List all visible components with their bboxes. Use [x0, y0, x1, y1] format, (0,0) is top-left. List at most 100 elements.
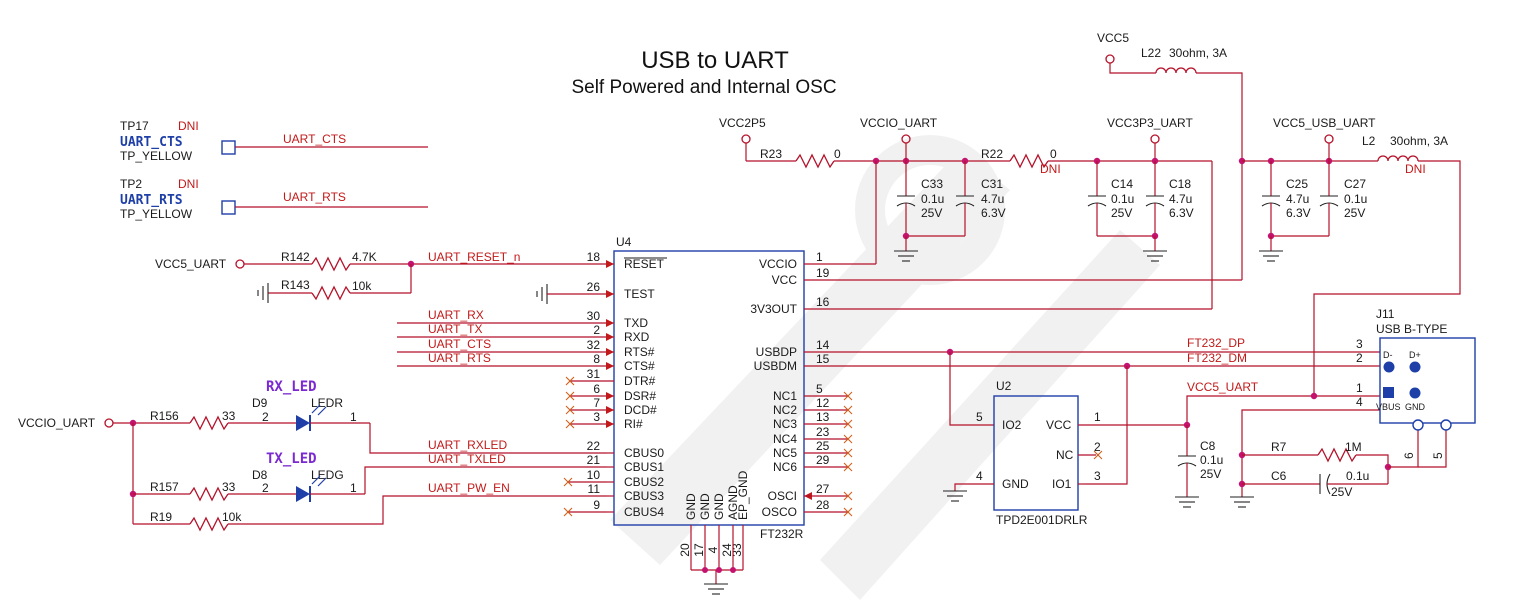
cap-volt: 6.3V — [1286, 206, 1311, 220]
pin-name: CBUS0 — [624, 446, 664, 460]
pin-number: 19 — [816, 266, 830, 280]
pin-name: NC5 — [773, 446, 797, 460]
pin-name: RESET — [624, 257, 665, 271]
led-ref: D9 — [252, 396, 268, 410]
led-circuits: VCCIO_UART R156 33 2 RX_LED D9 LEDR 1 UA… — [18, 379, 607, 532]
net-label: UART_RXLED — [428, 438, 507, 452]
resistor-r7 — [1317, 447, 1357, 463]
ic-u4: U4 FT232R — [563, 235, 1380, 595]
ic-part: FT232R — [760, 527, 804, 541]
resistor-r157 — [189, 486, 229, 502]
net-label: UART_CTS — [283, 132, 346, 146]
pin-num: 4 — [1356, 395, 1363, 409]
res-value: 0 — [834, 147, 841, 161]
uart-signal-lines: UART_RX UART_TX UART_CTS UART_RTS — [397, 308, 607, 367]
inductor-l22 — [1155, 67, 1197, 74]
res-ref: R23 — [760, 147, 782, 161]
pin-number: 15 — [816, 352, 830, 366]
pin-number: 28 — [816, 498, 830, 512]
ground-icon — [894, 250, 918, 262]
pin-name: NC3 — [773, 417, 797, 431]
pin-number: 3 — [593, 410, 600, 424]
pin-name: CBUS1 — [624, 460, 664, 474]
ground-icon — [943, 490, 967, 502]
tp-dni: DNI — [178, 119, 199, 133]
pin-name: VCC — [1046, 418, 1072, 432]
ground-icon — [1175, 496, 1199, 508]
tp-ref: TP17 — [120, 119, 149, 133]
tp-name: UART_CTS — [120, 135, 183, 150]
power-port — [104, 418, 114, 428]
schematic-subtitle: Self Powered and Internal OSC — [571, 77, 836, 98]
pin-name: NC1 — [773, 389, 797, 403]
pin-num: 2 — [1094, 440, 1101, 454]
led-label-rx: RX_LED — [266, 379, 317, 395]
pin-name: DSR# — [624, 389, 656, 403]
pin-number: 9 — [593, 498, 600, 512]
net-label: UART_TX — [428, 322, 482, 336]
pin-name: GND — [698, 493, 712, 520]
ground-icon — [704, 583, 728, 595]
ind-value: 30ohm, 3A — [1169, 46, 1227, 60]
supply-rails: VCC2P5 R23 0 VCCIO_UART C33 0.1u 25V C31… — [719, 31, 1461, 396]
ic-body — [613, 250, 805, 526]
tp-ref: TP2 — [120, 177, 142, 191]
led-pin: 2 — [262, 481, 269, 495]
cap-volt: 25V — [921, 206, 942, 220]
pin-label: GND — [1405, 402, 1426, 412]
pin-name: TXD — [624, 316, 648, 330]
cap-ref: C31 — [981, 177, 1003, 191]
pin-name: NC2 — [773, 403, 797, 417]
pin-number: 30 — [587, 309, 601, 323]
led-ref: D8 — [252, 468, 268, 482]
resistor-r142 — [311, 256, 351, 272]
pin-number: 2 — [593, 323, 600, 337]
pin-number: 8 — [593, 352, 600, 366]
net-label: VCC5_UART — [1187, 380, 1259, 394]
net-label: UART_RESET_n — [428, 250, 520, 264]
pin-num: 3 — [1094, 469, 1101, 483]
schematic-title: USB to UART — [641, 47, 789, 74]
power-label-vcc5: VCC5 — [1097, 31, 1129, 45]
watermark — [610, 135, 1160, 600]
pin-number: 4 — [706, 546, 720, 553]
pin-number: 21 — [587, 453, 601, 467]
cap-ref: C8 — [1200, 439, 1216, 453]
resistor-r156 — [189, 415, 229, 431]
ground-icon — [536, 284, 548, 304]
pin-name: NC — [1056, 448, 1074, 462]
test-point-pad — [221, 200, 236, 215]
tp-name: UART_RTS — [120, 193, 183, 208]
pin-number: 14 — [816, 338, 830, 352]
ind-ref: L2 — [1362, 134, 1376, 148]
cap-value: 4.7u — [981, 192, 1004, 206]
pin-name: 3V3OUT — [750, 302, 797, 316]
pin-name: CBUS4 — [624, 505, 664, 519]
power-label-vcc5-uart: VCC5_UART — [155, 257, 227, 271]
resistor-r19 — [189, 516, 229, 532]
res-dni: DNI — [1040, 162, 1061, 176]
pin-name: NC6 — [773, 460, 797, 474]
inductor-l2 — [1377, 155, 1419, 162]
ground-icon — [257, 283, 269, 303]
ind-value: 30ohm, 3A — [1390, 134, 1448, 148]
reset-network: VCC5_UART R142 4.7K UART_RESET_n R143 10… — [155, 250, 607, 304]
power-port — [235, 259, 245, 269]
led-pin: 2 — [262, 410, 269, 424]
pin-name: RI# — [624, 417, 643, 431]
pin-num: 3 — [1356, 337, 1363, 351]
cap-value: 0.1u — [1200, 453, 1223, 467]
cap-volt: 25V — [1331, 485, 1352, 499]
cap-value: 0.1u — [921, 192, 944, 206]
net-label: UART_RTS — [428, 351, 491, 365]
tp-dni: DNI — [178, 177, 199, 191]
pin-name: CBUS2 — [624, 475, 664, 489]
ground-icon — [1230, 496, 1254, 508]
led-part: LEDG — [311, 468, 344, 482]
net-label: FT232_DP — [1187, 336, 1245, 350]
net-label: UART_RX — [428, 308, 484, 322]
led-d8-icon — [296, 475, 327, 502]
net-label: UART_RTS — [283, 190, 346, 204]
ic-ref: U4 — [616, 235, 632, 249]
power-label-vccio-top: VCCIO_UART — [860, 116, 938, 130]
